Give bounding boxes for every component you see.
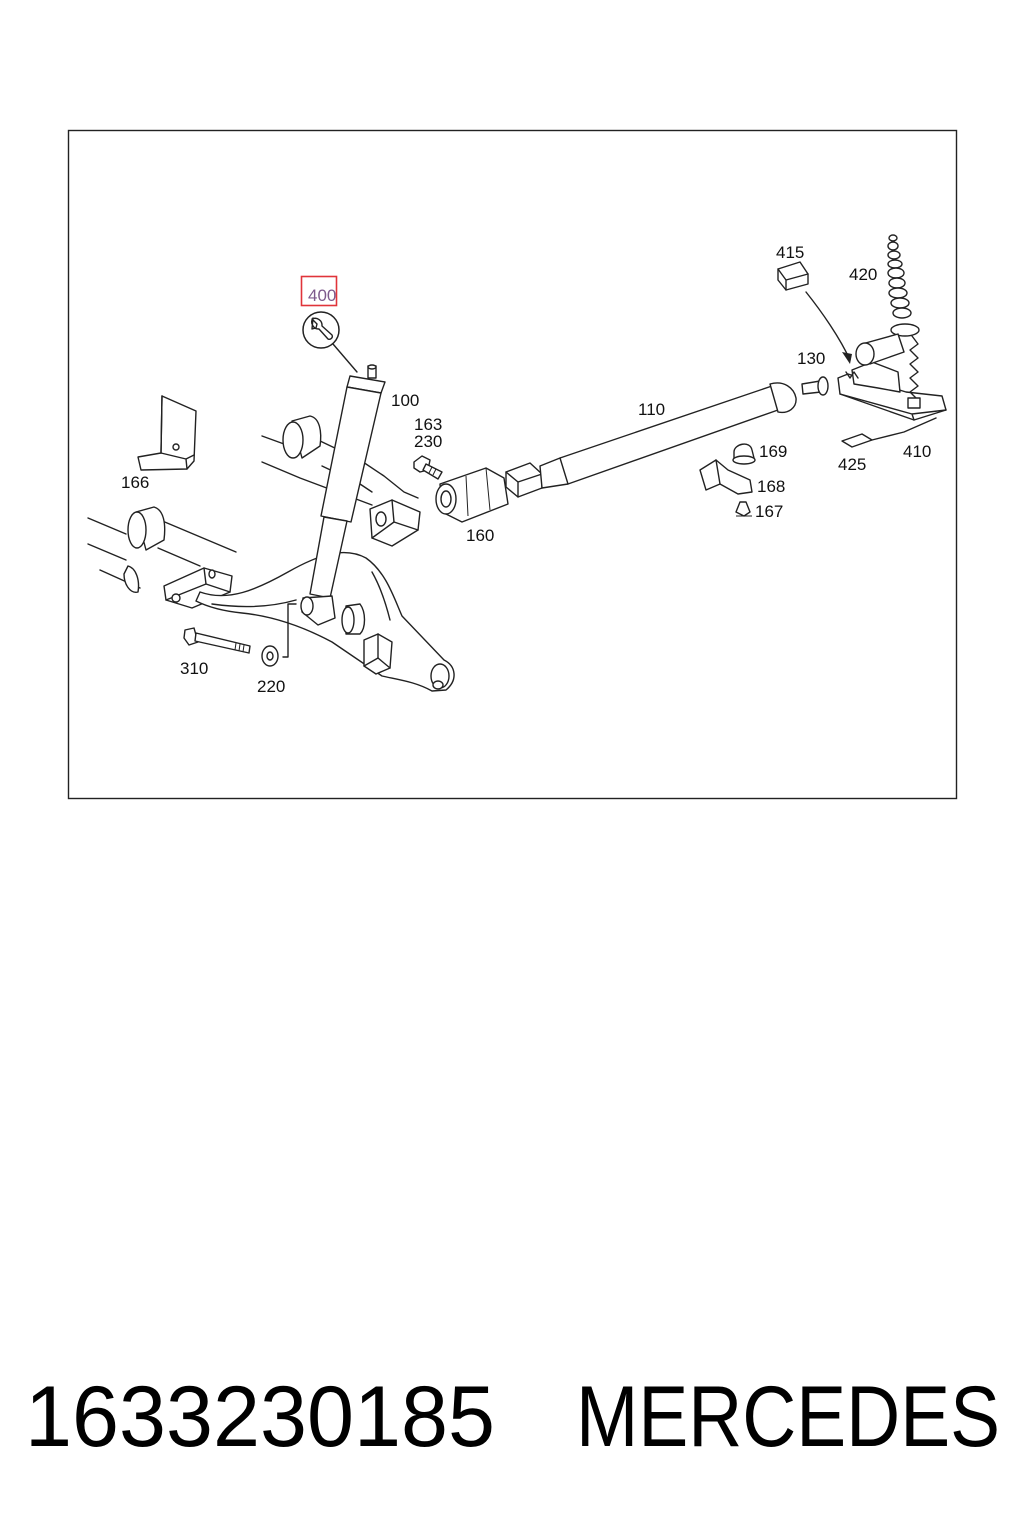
bracket-166-drawing (137, 395, 197, 471)
bolt-130-drawing (801, 376, 829, 396)
shock-absorber-drawing (300, 364, 386, 626)
diagram-frame (67, 129, 958, 800)
highlight-box-400 (300, 275, 338, 307)
callout-169: 169 (759, 442, 787, 461)
sleeve-160-drawing (435, 467, 509, 523)
leader-410 (871, 417, 937, 441)
callout-167: 167 (755, 502, 783, 521)
nut-169-drawing (732, 443, 756, 465)
callout-166: 166 (121, 473, 149, 492)
callout-160: 160 (466, 526, 494, 545)
callout-168: 168 (757, 477, 785, 496)
bracket-410-drawing (837, 333, 947, 421)
leader-220 (282, 603, 297, 658)
callout-130: 130 (797, 349, 825, 368)
bump-stop-upper-drawing (282, 415, 322, 459)
callout-425: 425 (838, 455, 866, 474)
callout-230: 230 (414, 432, 442, 451)
strap-168-drawing (699, 459, 753, 495)
rod-110-drawing (505, 382, 797, 498)
callout-163: 163 (414, 415, 442, 434)
bolt-310-drawing (183, 627, 251, 654)
callout-310: 310 (180, 659, 208, 678)
wrench-icon (302, 311, 340, 349)
brand-name: MERCEDES (576, 1369, 1000, 1465)
part-number: 1633230185 (25, 1369, 495, 1465)
callout-415: 415 (776, 243, 804, 262)
bolt-163-drawing (413, 455, 443, 480)
clip-415-drawing (777, 261, 809, 291)
callout-400: 400 (308, 286, 336, 305)
leader-400 (332, 343, 358, 373)
callout-110: 110 (638, 400, 665, 419)
callout-420: 420 (849, 265, 877, 284)
callout-410: 410 (903, 442, 931, 461)
callout-220: 220 (257, 677, 285, 696)
washer-220-drawing (261, 645, 279, 667)
arrowhead-415 (842, 352, 852, 364)
bump-stop-lower-drawing (127, 506, 166, 551)
boot-420-drawing (887, 234, 920, 337)
clip-167-drawing (735, 501, 752, 517)
callout-100: 100 (391, 391, 419, 410)
